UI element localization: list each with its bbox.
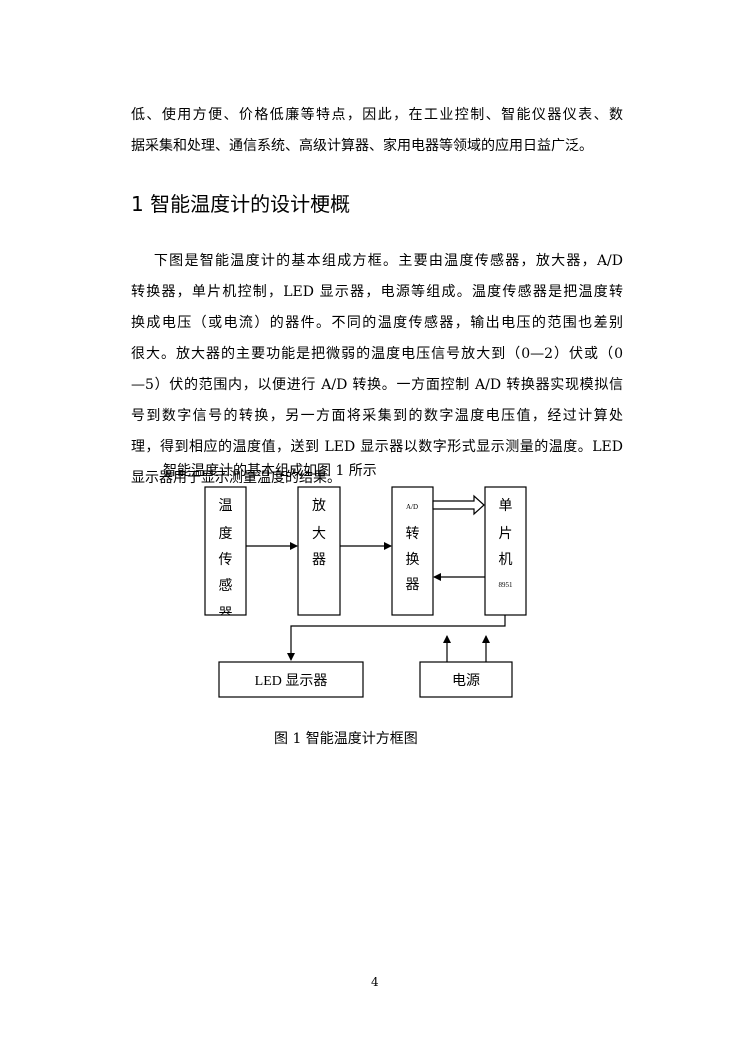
mcu-char: 片: [499, 526, 513, 542]
mcu-char: 机: [499, 552, 513, 568]
mcu-block: 单 片 机 8951: [484, 486, 527, 616]
section-heading: 1 智能温度计的设计梗概: [131, 192, 351, 216]
sensor-char: 器: [219, 606, 233, 622]
arrow-mcu-to-display: [287, 615, 506, 661]
text-line: 显示器用于显示测量温度的结果。: [131, 470, 341, 486]
adc-char: 器: [406, 577, 420, 593]
diagram-intro-text: 智能温度计的基本组成如图 1 所示: [163, 463, 377, 479]
sensor-block: 温 度 传 感 器: [204, 486, 247, 622]
adc-char: 换: [406, 551, 420, 568]
text-line: 低、使用方便、价格低廉等特点，因此，在工业控制、智能仪器仪表、数: [131, 107, 623, 123]
amplifier-char: 器: [312, 552, 326, 568]
amplifier-char: 大: [312, 526, 326, 542]
display-block: LED 显示器: [218, 661, 364, 698]
text-line: 转换器，单片机控制，LED 显示器，电源等组成。温度传感器是把温度转: [131, 284, 623, 300]
mcu-tag: 8951: [499, 581, 514, 589]
arrow-adc-to-mcu-bus: [432, 494, 485, 516]
text-line: 理，得到相应的温度值，送到 LED 显示器以数字形式显示测量的温度。LED: [131, 439, 623, 455]
adc-char: 转: [406, 526, 420, 542]
sensor-char: 度: [219, 526, 233, 542]
text-line: 据采集和处理、通信系统、高级计算器、家用电器等领域的应用日益广泛。: [131, 138, 593, 154]
text-line: 很大。放大器的主要功能是把微弱的温度电压信号放大到（0—2）伏或（0: [131, 346, 623, 362]
page-number: 4: [371, 975, 379, 989]
figure-caption: 图 1 智能温度计方框图: [274, 731, 418, 747]
sensor-char: 传: [219, 552, 233, 568]
paragraph-description: 下图是智能温度计的基本组成方框。主要由温度传感器，放大器，A/D 转换器，单片机…: [131, 246, 623, 494]
sensor-char: 温: [219, 498, 233, 514]
mcu-char: 单: [499, 498, 513, 514]
power-label: 电源: [452, 673, 480, 689]
paragraph-intro: 低、使用方便、价格低廉等特点，因此，在工业控制、智能仪器仪表、数 据采集和处理、…: [131, 100, 623, 162]
text-line: 号到数字信号的转换，另一方面将采集到的数字温度电压值，经过计算处: [131, 408, 623, 424]
sensor-char: 感: [219, 577, 233, 594]
amplifier-char: 放: [312, 498, 326, 514]
text-line: 下图是智能温度计的基本组成方框。主要由温度传感器，放大器，A/D: [131, 253, 623, 269]
adc-tag: A/D: [406, 503, 418, 511]
power-block: 电源: [419, 661, 513, 698]
adc-block: A/D 转 换 器: [391, 486, 434, 616]
text-line: 换成电压（或电流）的器件。不同的温度传感器，输出电压的范围也差别: [131, 315, 623, 331]
amplifier-block: 放 大 器: [297, 486, 341, 616]
text-line: —5）伏的范围内，以便进行 A/D 转换。一方面控制 A/D 转换器实现模拟信: [131, 377, 623, 393]
display-label: LED 显示器: [255, 674, 328, 689]
